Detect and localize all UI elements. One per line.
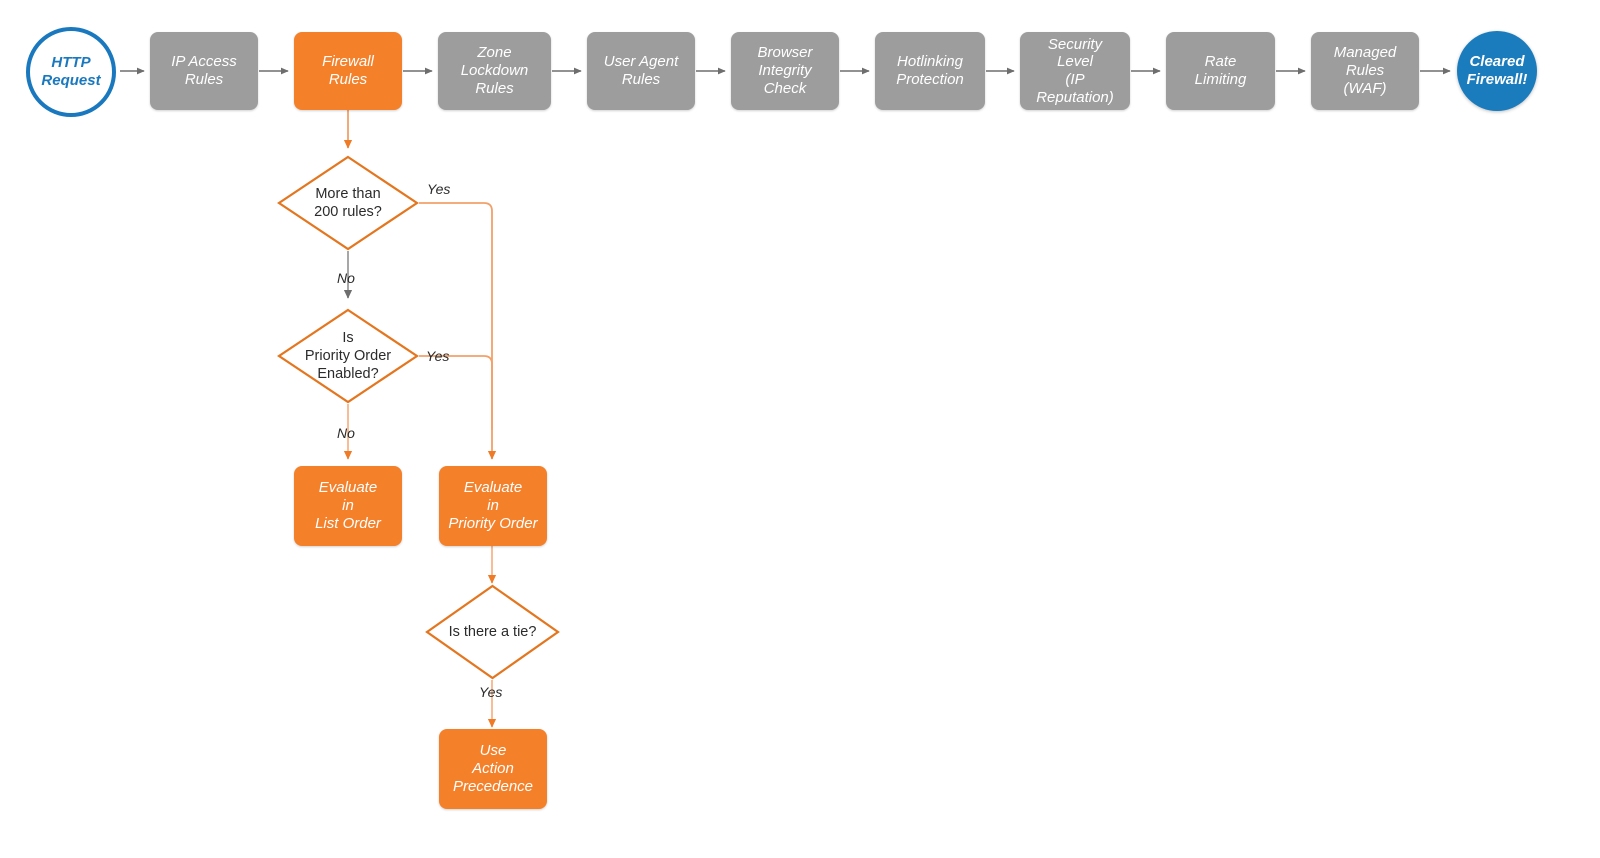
node-label: IP Access Rules — [171, 53, 237, 88]
node-label: Evaluate in Priority Order — [448, 479, 538, 532]
decision-is-priority-order-enabled[interactable]: Is Priority Order Enabled? — [277, 308, 419, 404]
node-firewall-rules[interactable]: Firewall Rules — [294, 32, 402, 110]
node-hotlinking-protection[interactable]: Hotlinking Protection — [875, 32, 985, 110]
decision-is-there-a-tie[interactable]: Is there a tie? — [425, 584, 560, 680]
node-label: Browser Integrity Check — [757, 44, 813, 97]
edge-label-priority-flag-yes: Yes — [426, 348, 450, 364]
edge-label-priority-flag-no: No — [337, 425, 355, 441]
node-user-agent-rules[interactable]: User Agent Rules — [587, 32, 695, 110]
node-evaluate-in-priority-order[interactable]: Evaluate in Priority Order — [439, 466, 547, 546]
decision-label: Is Priority Order Enabled? — [304, 329, 392, 383]
node-label: Firewall Rules — [322, 53, 374, 88]
node-label: User Agent Rules — [603, 53, 679, 88]
diamond-shape — [277, 308, 419, 404]
node-use-action-precedence[interactable]: Use Action Precedence — [439, 729, 547, 809]
node-label: Managed Rules (WAF) — [1333, 44, 1397, 97]
node-rate-limiting[interactable]: Rate Limiting — [1166, 32, 1275, 110]
node-label: HTTP Request — [41, 54, 101, 89]
node-http-request[interactable]: HTTP Request — [26, 27, 116, 117]
node-evaluate-in-list-order[interactable]: Evaluate in List Order — [294, 466, 402, 546]
node-zone-lockdown-rules[interactable]: Zone Lockdown Rules — [438, 32, 551, 110]
node-ip-access-rules[interactable]: IP Access Rules — [150, 32, 258, 110]
node-security-level[interactable]: Security Level (IP Reputation) — [1020, 32, 1130, 110]
decision-more-than-200-rules[interactable]: More than 200 rules? — [277, 155, 419, 251]
edge-label-rule-count-no: No — [337, 270, 355, 286]
node-browser-integrity-check[interactable]: Browser Integrity Check — [731, 32, 839, 110]
node-label: Use Action Precedence — [452, 742, 534, 795]
node-cleared-firewall[interactable]: Cleared Firewall! — [1457, 31, 1537, 111]
node-label: Hotlinking Protection — [896, 53, 964, 88]
edge-label-rule-count-yes: Yes — [427, 181, 451, 197]
edge-label-tie-yes: Yes — [479, 684, 503, 700]
node-label: Cleared Firewall! — [1466, 53, 1528, 88]
diamond-shape — [277, 155, 419, 251]
node-label: Rate Limiting — [1194, 53, 1247, 88]
node-label: Evaluate in List Order — [315, 479, 381, 532]
decision-label: More than 200 rules? — [314, 185, 382, 220]
node-label: Zone Lockdown Rules — [460, 44, 529, 97]
decision-label: Is there a tie? — [448, 623, 537, 640]
node-label: Security Level (IP Reputation) — [1036, 35, 1114, 106]
diamond-shape — [425, 584, 560, 680]
node-managed-rules-waf[interactable]: Managed Rules (WAF) — [1311, 32, 1419, 110]
